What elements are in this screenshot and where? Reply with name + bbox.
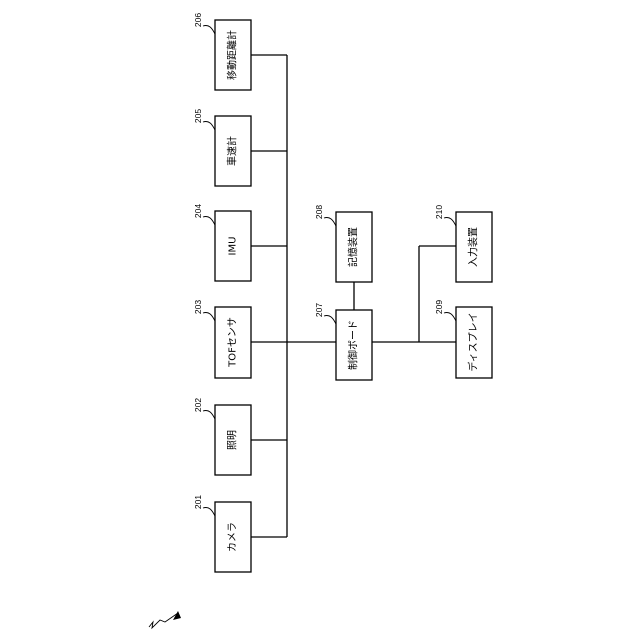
label-speedometer: 車速計 xyxy=(226,136,239,166)
leader-203 xyxy=(203,312,215,321)
ref-203: 203 xyxy=(193,300,203,314)
ref-210: 210 xyxy=(434,205,444,219)
ref-201: 201 xyxy=(193,495,203,509)
label-storage: 記憶装置 xyxy=(347,227,360,267)
component-labels: 移動距離計 車速計 IMU TOFセンサ 照明 カメラ 制御ボード 記憶装置 デ… xyxy=(226,30,480,552)
label-tof-sensor: TOFセンサ xyxy=(227,317,239,368)
label-control-board: 制御ボード xyxy=(347,320,360,370)
leader-206 xyxy=(203,25,215,34)
label-lighting: 照明 xyxy=(227,430,239,450)
ref-204: 204 xyxy=(193,204,203,218)
label-odometer: 移動距離計 xyxy=(226,30,239,80)
leader-205 xyxy=(203,121,215,130)
label-display: ディスプレイ xyxy=(467,312,480,371)
ref-202: 202 xyxy=(193,398,203,412)
label-camera: カメラ xyxy=(227,522,239,552)
leader-201 xyxy=(203,507,215,516)
ref-207: 207 xyxy=(314,303,324,317)
label-input-device: 入力装置 xyxy=(467,227,480,267)
leader-204 xyxy=(203,216,215,225)
leader-202 xyxy=(203,410,215,419)
figure-mark xyxy=(149,611,181,628)
ref-209: 209 xyxy=(434,300,444,314)
label-imu: IMU xyxy=(228,237,239,256)
connection-wires xyxy=(251,55,456,537)
squiggle-mark xyxy=(149,613,178,628)
leader-210 xyxy=(444,217,456,226)
ref-206: 206 xyxy=(193,13,203,27)
leader-207 xyxy=(324,315,336,324)
ref-208: 208 xyxy=(314,205,324,219)
ref-205: 205 xyxy=(193,109,203,123)
leader-208 xyxy=(324,217,336,226)
leader-209 xyxy=(444,312,456,321)
